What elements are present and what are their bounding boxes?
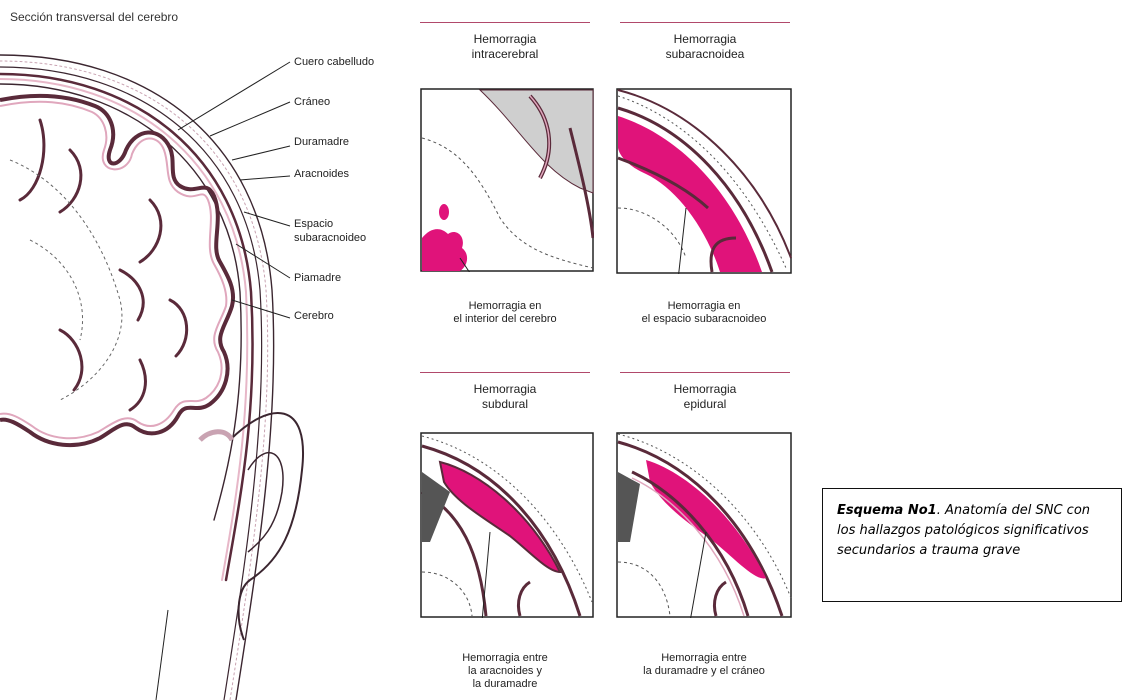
figure-caption-box: Esquema No1. Anatomía del SNC con los ha… <box>822 488 1122 602</box>
panel-title-intracerebral: Hemorragia intracerebral <box>420 32 590 62</box>
label-subarachnoid-space-2: subaracnoideo <box>294 232 366 245</box>
panel-title-line: intracerebral <box>420 47 590 62</box>
panel-title-line: Hemorragia <box>620 32 790 47</box>
panel-caption-line: la duramadre <box>420 678 590 691</box>
panel-title-line: Hemorragia <box>620 382 790 397</box>
panel-title-line: Hemorragia <box>420 382 590 397</box>
panel-rule <box>420 372 590 373</box>
panel-caption-line: Hemorragia en <box>616 300 792 313</box>
panel-title-subarachnoid: Hemorragia subaracnoidea <box>620 32 790 62</box>
panel-subdural-image <box>420 432 594 618</box>
label-arachnoid: Aracnoides <box>294 168 349 181</box>
panel-intracerebral-image <box>420 88 594 272</box>
panel-caption-subdural: Hemorragia entre la aracnoides y la dura… <box>420 652 590 691</box>
panel-epidural-image <box>616 432 792 618</box>
panel-title-line: subaracnoidea <box>620 47 790 62</box>
brain-cross-section <box>0 0 400 700</box>
label-subarachnoid-space-1: Espacio <box>294 218 333 231</box>
panel-title-line: epidural <box>620 397 790 412</box>
panel-caption-line: la aracnoides y <box>420 665 590 678</box>
label-skull: Cráneo <box>294 96 330 109</box>
panel-caption-intracerebral: Hemorragia en el interior del cerebro <box>420 300 590 326</box>
panel-caption-epidural: Hemorragia entre la duramadre y el cráne… <box>616 652 792 678</box>
panel-title-line: Hemorragia <box>420 32 590 47</box>
panel-caption-line: Hemorragia entre <box>420 652 590 665</box>
panel-caption-line: el interior del cerebro <box>420 313 590 326</box>
label-brain: Cerebro <box>294 310 334 323</box>
panel-caption-line: el espacio subaracnoideo <box>616 313 792 326</box>
label-pia-mater: Piamadre <box>294 272 341 285</box>
panel-caption-line: la duramadre y el cráneo <box>616 665 792 678</box>
label-dura-mater: Duramadre <box>294 136 349 149</box>
panel-caption-subarachnoid: Hemorragia en el espacio subaracnoideo <box>616 300 792 326</box>
figure-caption-lead: Esquema No1 <box>837 503 937 518</box>
panel-rule <box>620 372 790 373</box>
panel-rule <box>420 22 590 23</box>
label-scalp: Cuero cabelludo <box>294 56 374 69</box>
panel-title-epidural: Hemorragia epidural <box>620 382 790 412</box>
panel-rule <box>620 22 790 23</box>
panel-subarachnoid-image <box>616 88 792 274</box>
panel-title-subdural: Hemorragia subdural <box>420 382 590 412</box>
panel-caption-line: Hemorragia entre <box>616 652 792 665</box>
panel-title-line: subdural <box>420 397 590 412</box>
panel-caption-line: Hemorragia en <box>420 300 590 313</box>
